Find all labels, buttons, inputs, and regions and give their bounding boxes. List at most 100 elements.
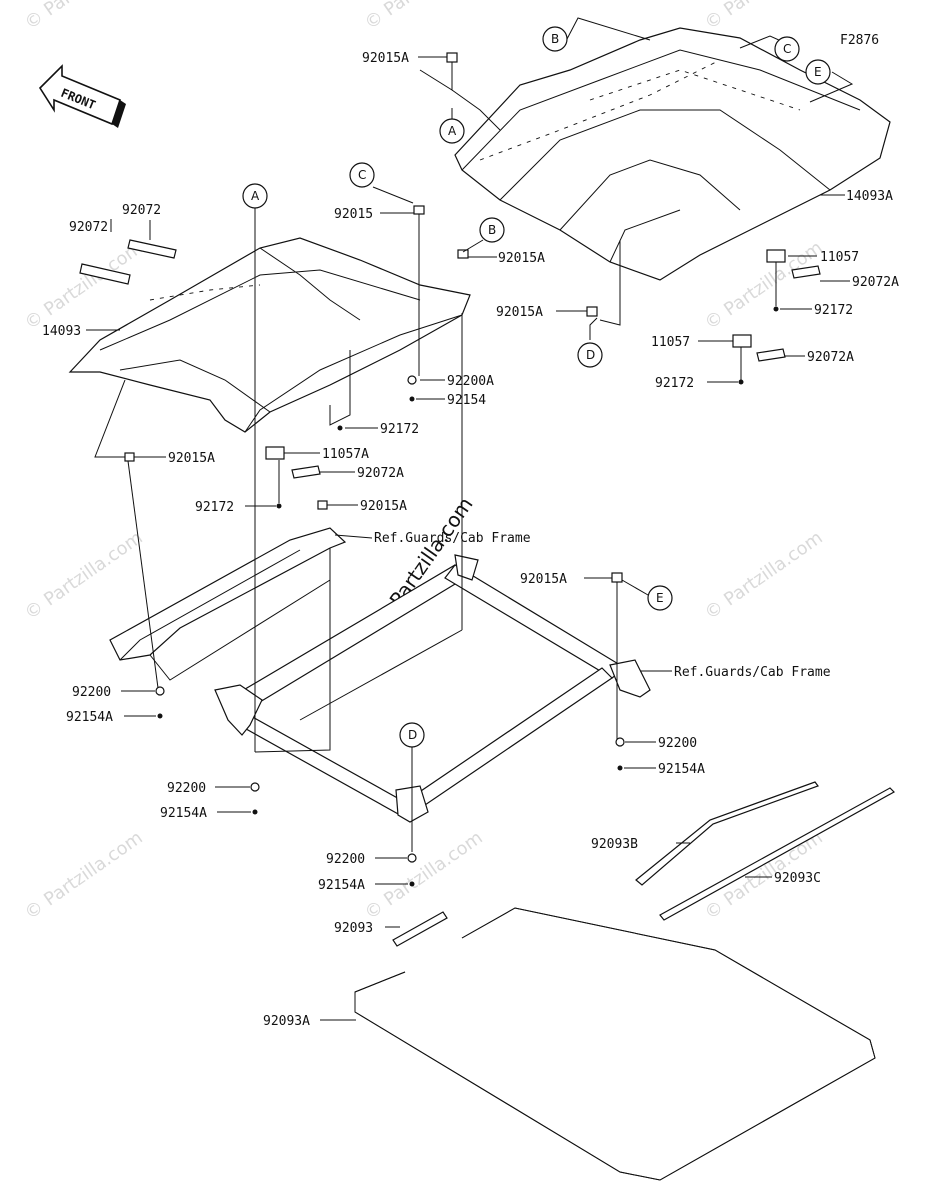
watermark: © Partzilla.com [21, 0, 147, 34]
callout-d-top: D [577, 342, 603, 368]
label-92072A: 92072A [852, 275, 899, 290]
trim-92093B [635, 781, 819, 886]
label-92015A: 92015A [498, 251, 545, 266]
clip-92015A-l [124, 452, 135, 462]
label-92072A: 92072A [357, 466, 404, 481]
seal-92093A-inner [354, 907, 876, 1181]
label-92200: 92200 [326, 852, 365, 867]
part-labels: 92015A 14093A 92015 11057 92015A 92072A … [42, 51, 899, 1029]
watermark: © Partzilla.com [701, 527, 827, 624]
label-92200: 92200 [167, 781, 206, 796]
bracket-11057-r1 [766, 249, 786, 263]
callout-d-frame: D [399, 722, 425, 748]
label-92015: 92015 [334, 207, 373, 222]
callout-b-left: B [479, 217, 505, 243]
callout-e-top: E [805, 59, 831, 85]
ref-guards-cab-frame: Ref.Guards/Cab Frame [674, 665, 831, 680]
label-92200A: 92200A [447, 374, 494, 389]
front-arrow-icon: FRONT [38, 64, 126, 128]
label-92072A: 92072A [807, 350, 854, 365]
label-92072: 92072 [69, 220, 108, 235]
roof-panel-14093A [454, 27, 891, 281]
watermark: © Partzilla.com [361, 827, 487, 924]
screw-92172-l2 [276, 503, 282, 509]
label-92093A: 92093A [263, 1014, 310, 1029]
figure-id: F2876 [840, 33, 879, 48]
clip-92015A-l2 [317, 500, 328, 510]
watermark: © Partzilla.com [701, 237, 827, 334]
screw-92172-r1 [773, 306, 779, 312]
callout-e-frame: E [647, 585, 673, 611]
label-92015A: 92015A [520, 572, 567, 587]
cab-frame [214, 554, 651, 823]
label-92093: 92093 [334, 921, 373, 936]
label-92154A: 92154A [66, 710, 113, 725]
label-11057: 11057 [820, 250, 859, 265]
label-92172: 92172 [380, 422, 419, 437]
bolt-92154 [409, 396, 415, 402]
trim-92093C [659, 787, 895, 921]
front-crossbar [109, 527, 347, 681]
leader-lines [86, 17, 854, 1021]
label-92200: 92200 [658, 736, 697, 751]
label-92015A: 92015A [168, 451, 215, 466]
callout-c-left: C [349, 162, 375, 188]
svg-text:E: E [656, 591, 664, 605]
label-92200: 92200 [72, 685, 111, 700]
label-92154A: 92154A [160, 806, 207, 821]
label-92172: 92172 [655, 376, 694, 391]
callout-b-top: B [542, 26, 568, 52]
watermark: © Partzilla.com [21, 827, 147, 924]
watermark: © Partzilla.com [21, 527, 147, 624]
label-92093B: 92093B [591, 837, 638, 852]
svg-text:A: A [448, 124, 457, 138]
bracket-11057A [265, 446, 285, 460]
seal-92093A [354, 907, 876, 1181]
clip-92015A-a [446, 52, 458, 63]
label-92072: 92072 [122, 203, 161, 218]
svg-text:C: C [783, 42, 791, 56]
screw-92172-l [337, 425, 343, 431]
strap-92072A-l [291, 465, 321, 479]
label-92154A: 92154A [658, 762, 705, 777]
callout-c-top: C [774, 36, 800, 62]
svg-text:E: E [814, 65, 822, 79]
svg-text:B: B [551, 32, 559, 46]
label-92015A: 92015A [360, 499, 407, 514]
callout-a-right: A [439, 118, 465, 144]
label-14093: 14093 [42, 324, 81, 339]
label-11057: 11057 [651, 335, 690, 350]
label-92015A: 92015A [362, 51, 409, 66]
clip-92015A-e [611, 572, 623, 583]
label-14093A: 14093A [846, 189, 893, 204]
svg-text:B: B [488, 223, 496, 237]
callout-a-left: A [242, 183, 268, 209]
label-92093C: 92093C [774, 871, 821, 886]
label-11057A: 11057A [322, 447, 369, 462]
strap-92072-l1 [79, 263, 131, 285]
svg-text:D: D [586, 348, 595, 362]
label-92154A: 92154A [318, 878, 365, 893]
ref-guards-cab-frame: Ref.Guards/Cab Frame [374, 531, 531, 546]
callouts: B C E A C A B D E D [242, 26, 831, 748]
label-92154: 92154 [447, 393, 486, 408]
roof-panel-14093 [68, 237, 471, 433]
watermark: © Partzilla.com [701, 0, 827, 34]
trim-92093 [392, 911, 448, 947]
bracket-11057-r2 [732, 334, 752, 348]
trim-strips [354, 781, 895, 1181]
svg-text:C: C [358, 168, 366, 182]
screw-92172-r2 [738, 379, 744, 385]
svg-text:A: A [251, 189, 260, 203]
clip-92015A-b [457, 249, 469, 259]
label-92172: 92172 [195, 500, 234, 515]
label-92015A: 92015A [496, 305, 543, 320]
strap-92072-l2 [127, 239, 177, 259]
watermark: © Partzilla.com [361, 0, 487, 34]
watermark: © Partzilla.com [21, 237, 147, 334]
washer-92200A [407, 375, 417, 385]
clip-92015A-d [586, 306, 598, 317]
clip-92015 [413, 205, 425, 215]
